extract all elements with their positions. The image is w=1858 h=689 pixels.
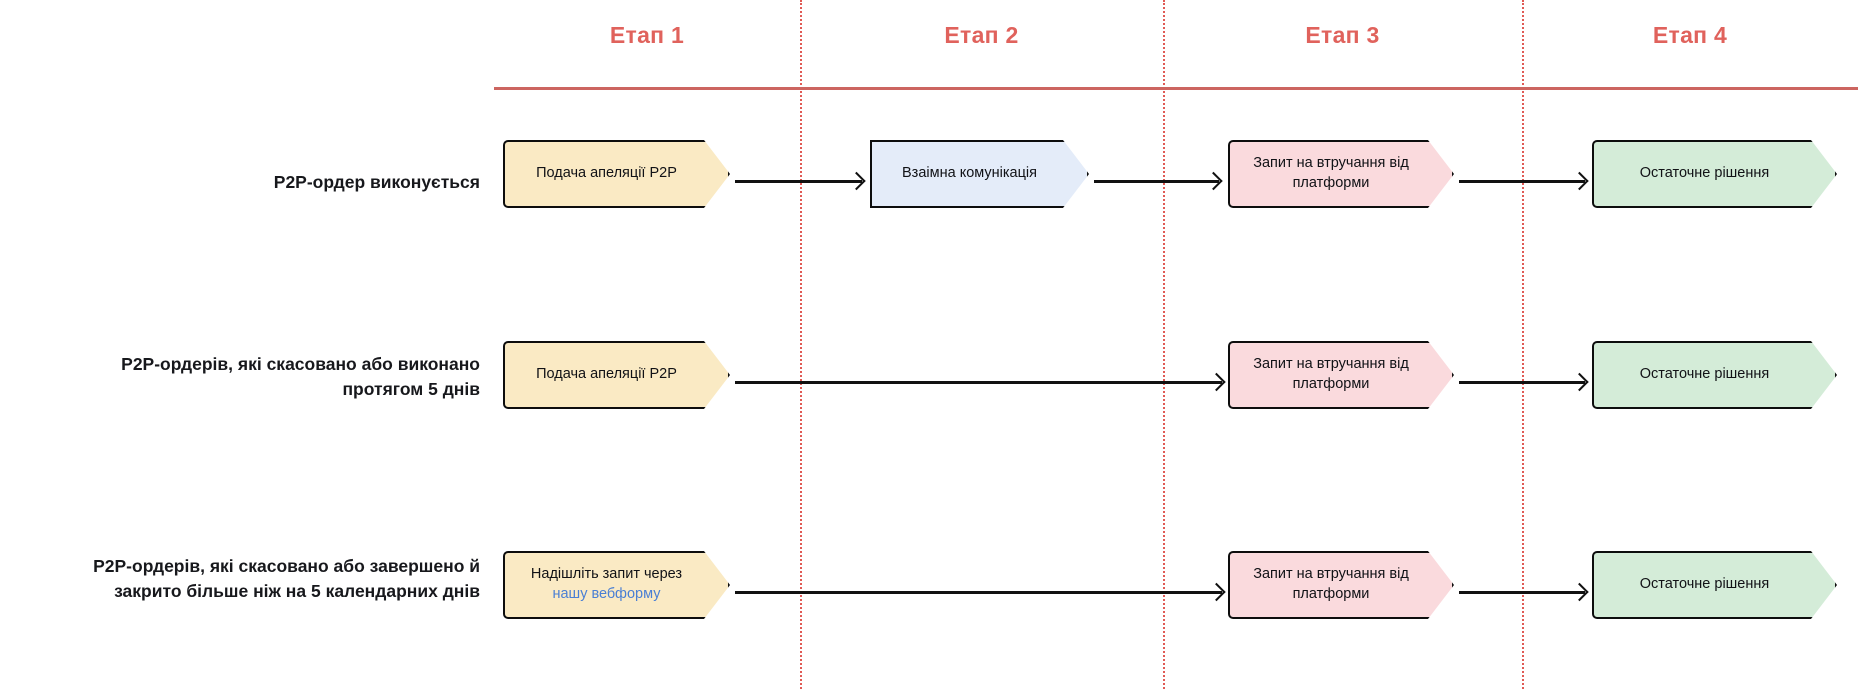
row-label-line-1: P2P-ордерів, які скасовано або виконано <box>121 354 480 374</box>
node-r2-appeal-submission[interactable]: Подача апеляції P2P <box>503 341 730 409</box>
node-label: Запит на втручання від платформи <box>1253 566 1409 602</box>
connector-r2-1 <box>735 381 1222 384</box>
node-r3-webform-request[interactable]: Надішліть запит через нашу вебформу <box>503 551 730 619</box>
node-label: Надішліть запит через нашу вебформу <box>519 565 694 604</box>
row-label-line-1: P2P-ордерів, які скасовано або завершено… <box>93 556 480 576</box>
node-r1-appeal-submission[interactable]: Подача апеляції P2P <box>503 140 730 208</box>
node-r1-final-decision[interactable]: Остаточне рішення <box>1592 140 1837 208</box>
row-label-line-2: закрито більше ніж на 5 календарних днів <box>114 581 480 602</box>
node-r3-final-decision[interactable]: Остаточне рішення <box>1592 551 1837 619</box>
stage-header-rule <box>494 87 1858 90</box>
row-label-line-2: протягом 5 днів <box>342 379 480 400</box>
node-label: Остаточне рішення <box>1639 165 1770 182</box>
node-label: Подача апеляції P2P <box>536 165 677 182</box>
connector-r3-1 <box>735 591 1222 594</box>
connector-r1-3 <box>1459 180 1585 183</box>
stage-header-4: Етап 4 <box>1652 22 1728 48</box>
row-label-closed-more-than-5-days: P2P-ордерів, які скасовано або завершено… <box>10 554 480 605</box>
node-r3-platform-intervention[interactable]: Запит на втручання від платформи <box>1228 551 1454 619</box>
node-r1-platform-intervention[interactable]: Запит на втручання від платформи <box>1228 140 1454 208</box>
stage-divider-2 <box>1163 0 1165 689</box>
row-label-order-in-progress: P2P-ордер виконується <box>273 172 480 192</box>
stage-divider-3 <box>1522 0 1524 689</box>
row-label-cancelled-or-completed-5-days: P2P-ордерів, які скасовано або виконано … <box>10 352 480 403</box>
node-label: Запит на втручання від платформи <box>1253 356 1409 392</box>
node-label: Подача апеляції P2P <box>536 366 677 383</box>
node-label: Запит на втручання від платформи <box>1253 155 1409 191</box>
connector-r1-2 <box>1094 180 1219 183</box>
connector-r1-1 <box>735 180 862 183</box>
stage-header-3: Етап 3 <box>1305 22 1380 48</box>
node-label: Остаточне рішення <box>1639 576 1770 593</box>
node-r1-mutual-communication[interactable]: Взаімна комунікація <box>870 140 1089 208</box>
connector-r2-2 <box>1459 381 1585 384</box>
node-r2-final-decision[interactable]: Остаточне рішення <box>1592 341 1837 409</box>
stage-header-1: Етап 1 <box>609 22 685 48</box>
stage-header-2: Етап 2 <box>944 22 1019 48</box>
webform-link[interactable]: нашу вебформу <box>552 586 661 602</box>
node-r2-platform-intervention[interactable]: Запит на втручання від платформи <box>1228 341 1454 409</box>
node-label: Взаімна комунікація <box>902 165 1037 182</box>
connector-r3-2 <box>1459 591 1585 594</box>
stage-divider-1 <box>800 0 802 689</box>
node-label: Остаточне рішення <box>1639 366 1770 383</box>
node-label-text: Надішліть запит через <box>530 566 683 583</box>
